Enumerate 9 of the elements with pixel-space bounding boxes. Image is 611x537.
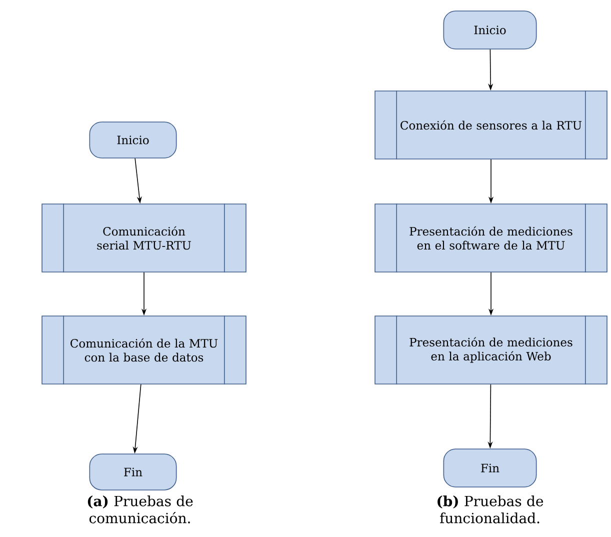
process-box: Presentación de mediciones en el software de la MTU [374,203,608,273]
process-box: Comunicación serial MTU-RTU [42,203,246,273]
terminal-box: Inicio [89,122,177,158]
process-box: Conexión de sensores a la RTU [374,90,608,160]
terminal-box: Inicio [443,10,537,50]
terminal-box: Fin [443,448,537,488]
process-box: Presentación de mediciones en la aplicación Web [374,315,608,385]
process-box: Comunicación de la MTU con la base de datos [42,315,246,385]
terminal-box: Fin [89,454,177,490]
